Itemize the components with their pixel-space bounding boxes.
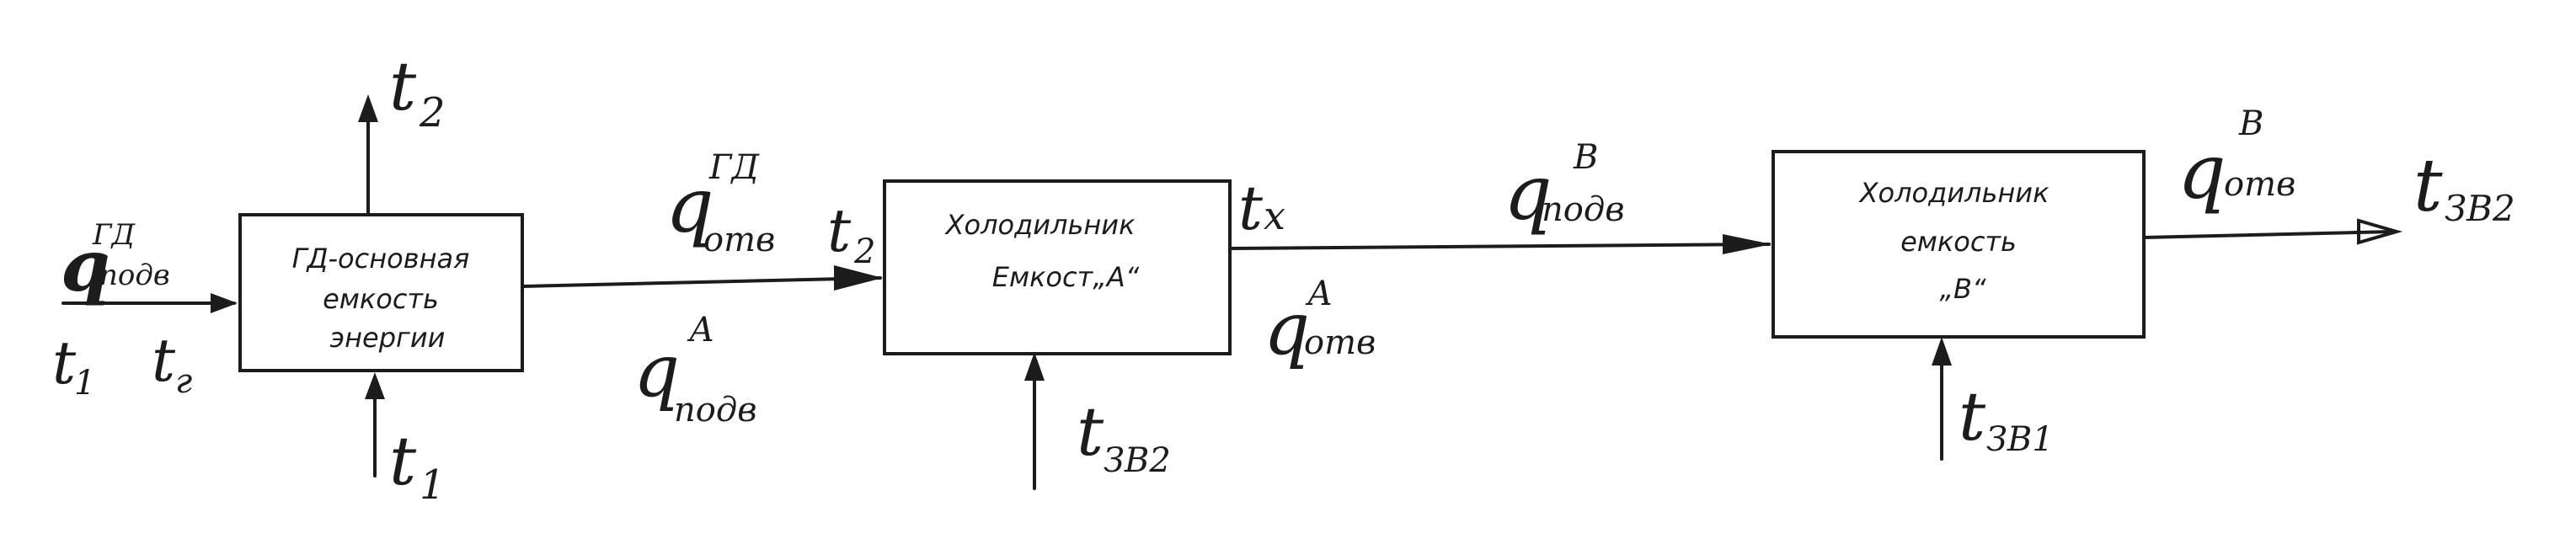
label-q-in-a-sup: А [687, 311, 714, 350]
label-t2-mid-base: t [827, 196, 852, 265]
label-q-in-gd-sup: ГД [92, 218, 136, 252]
label-q-in-b: q В подв [1504, 138, 1624, 237]
label-q-in-b-base: q [1504, 149, 1553, 237]
label-q-out-b-sup: В [2238, 104, 2263, 143]
label-q-out-gd-base: q [665, 162, 714, 250]
label-t1-bottom-base: t [389, 422, 417, 500]
label-t-zv2-out-base: t [2413, 144, 2443, 228]
label-t1-bottom: t 1 [389, 422, 446, 509]
label-tg-sub: г [175, 362, 192, 401]
block-main-frame [238, 213, 524, 372]
arrow-main-to-cooler-a [521, 276, 882, 288]
label-q-out-gd-sub: отв [703, 221, 775, 259]
label-t1-left-base: t [52, 328, 77, 398]
label-q-in-b-sup: В [1573, 138, 1598, 177]
label-q-in-gd-base: q [61, 224, 110, 307]
block-cooler-b: Холодильник емкость „В“ [1772, 150, 2146, 339]
arrowhead-up-t2 [358, 94, 378, 122]
block-cooler-a-frame [883, 179, 1232, 355]
label-q-in-a-sub: подв [674, 391, 756, 430]
label-t-zv2-a: t ЗВ2 [1077, 392, 1171, 480]
arrowhead-output [2357, 218, 2403, 245]
label-q-in-gd-sub: подв [99, 259, 170, 292]
label-t2-top: t 2 [389, 47, 446, 136]
arrowhead-input-main [211, 293, 238, 313]
arrowhead-bottom-t1 [365, 372, 385, 399]
label-q-out-a: q А отв [1264, 275, 1376, 371]
label-tx: t х [1238, 173, 1285, 243]
label-q-in-a-base: q [633, 329, 680, 414]
label-q-out-b-base: q [2178, 128, 2226, 216]
label-q-out-b: q В отв [2178, 104, 2295, 216]
label-q-out-b-sub: отв [2224, 165, 2295, 204]
arrowhead-bottom-t-zv2-a [1024, 352, 1045, 381]
label-t-zv2-out: t ЗВ2 [2413, 144, 2515, 229]
label-t2-top-sub: 2 [419, 89, 446, 136]
labels: q ГД подв t 1 t г t 2 t 1 q ГД отв [52, 47, 2515, 509]
label-t1-bottom-sub: 1 [420, 462, 446, 509]
label-tg-base: t [152, 326, 176, 395]
label-q-out-a-sub: отв [1304, 323, 1376, 362]
label-q-out-a-sup: А [1305, 275, 1333, 313]
label-tx-sub: х [1264, 193, 1285, 238]
block-cooler-b-line3: „В“ [1939, 273, 1986, 305]
label-t-zv2-a-base: t [1077, 392, 1104, 471]
block-cooler-a: Холодильник Емкост„А“ [883, 179, 1232, 355]
label-t2-top-base: t [389, 47, 417, 125]
label-q-in-a: q А подв [633, 311, 756, 430]
label-q-in-b-sub: подв [1542, 190, 1624, 229]
label-q-out-gd: q ГД отв [665, 148, 775, 259]
label-t-zv1-sub: ЗВ1 [1986, 420, 2054, 459]
arrowhead-main-to-cooler-a [834, 265, 883, 291]
label-tg: t г [152, 326, 192, 401]
block-cooler-b-line1: Холодильник [1858, 177, 2050, 209]
label-t-zv2-a-sub: ЗВ2 [1104, 441, 1171, 480]
label-q-out-a-base: q [1264, 287, 1310, 371]
block-main-line3: энергии [330, 322, 446, 354]
flow-lines [61, 94, 2403, 490]
arrow-cooler-a-to-cooler-b [1228, 243, 1771, 250]
block-cooler-b-frame [1772, 150, 2146, 339]
label-t1-left-sub: 1 [74, 364, 95, 403]
label-t2-mid-sub: 2 [853, 232, 875, 271]
label-q-in-gd: q ГД подв [61, 218, 170, 307]
label-tx-base: t [1238, 173, 1264, 243]
block-cooler-a-line2: Емкост„А“ [992, 261, 1140, 293]
label-t-zv1-base: t [1959, 377, 1986, 456]
label-t-zv1: t ЗВ1 [1959, 377, 2054, 459]
label-t1-left: t 1 [52, 328, 95, 403]
label-t2-mid: t 2 [827, 196, 875, 271]
block-main-line2: емкость [323, 283, 439, 315]
block-main-line1: ГД-основная [292, 243, 470, 275]
block-cooler-a-line1: Холодильник [944, 209, 1136, 241]
arrowhead-cooler-a-to-cooler-b [1723, 234, 1772, 254]
label-q-out-gd-sup: ГД [708, 148, 760, 187]
block-cooler-b-line2: емкость [1900, 226, 2017, 258]
arrowhead-bottom-t-zv1 [1932, 337, 1952, 366]
arrow-output [2142, 230, 2394, 239]
block-main-storage: ГД-основная емкость энергии [238, 213, 524, 372]
label-t-zv2-out-sub: ЗВ2 [2445, 188, 2515, 229]
